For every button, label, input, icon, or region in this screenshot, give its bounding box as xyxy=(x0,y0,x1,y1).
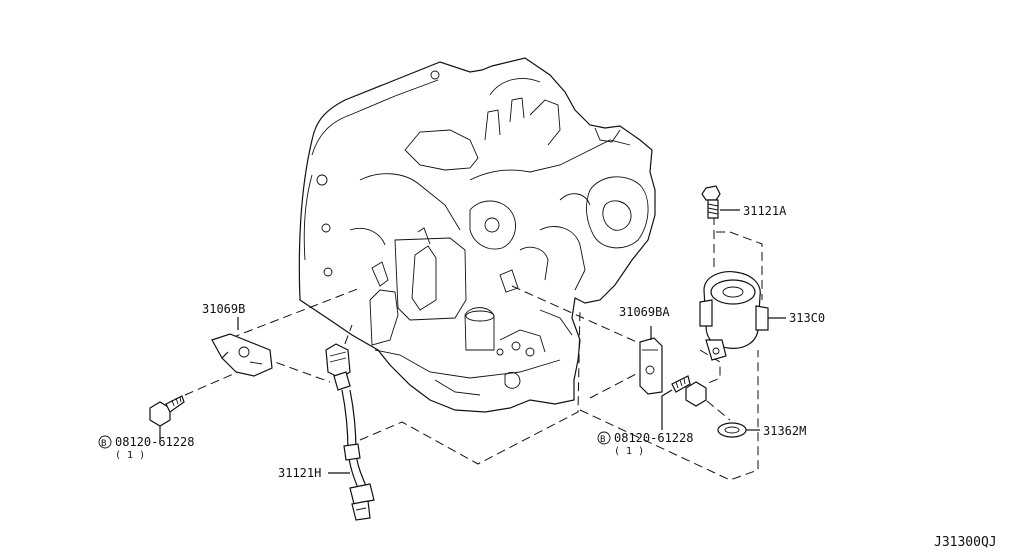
part-labels: 31069B 31069BA 31121A 313C0 31362M 31121… xyxy=(98,204,997,550)
label-bracket-right: 31069BA xyxy=(619,305,670,319)
leader-lines xyxy=(184,216,763,481)
label-bracket-left: 31069B xyxy=(202,302,245,316)
label-valve: 313C0 xyxy=(789,311,825,325)
bracket-left xyxy=(211,317,273,377)
label-bolt-right-code: 08120-61228 xyxy=(614,431,693,445)
figure-code: J31300QJ xyxy=(934,535,997,550)
washer xyxy=(717,422,760,438)
harness xyxy=(325,343,375,521)
bolt-symbol-left xyxy=(98,435,112,449)
label-washer: 31362M xyxy=(763,424,806,438)
solenoid-valve xyxy=(699,271,786,361)
bolt-left xyxy=(149,395,185,440)
label-bolt-right-qty: ( 1 ) xyxy=(614,446,644,457)
bolt-right xyxy=(661,375,707,430)
label-bolt-left-code: 08120-61228 xyxy=(115,435,194,449)
bolt-symbol-right xyxy=(597,431,611,445)
label-harness: 31121H xyxy=(278,466,321,480)
label-bolt-top: 31121A xyxy=(743,204,787,218)
bracket-right xyxy=(639,326,663,395)
bolt-symbol-right-letter: B xyxy=(600,435,605,445)
transmission-assembly xyxy=(298,57,656,413)
label-bolt-left-qty: ( 1 ) xyxy=(115,450,145,461)
bolt-symbol-left-letter: B xyxy=(101,439,106,449)
bolt-top xyxy=(701,185,740,219)
